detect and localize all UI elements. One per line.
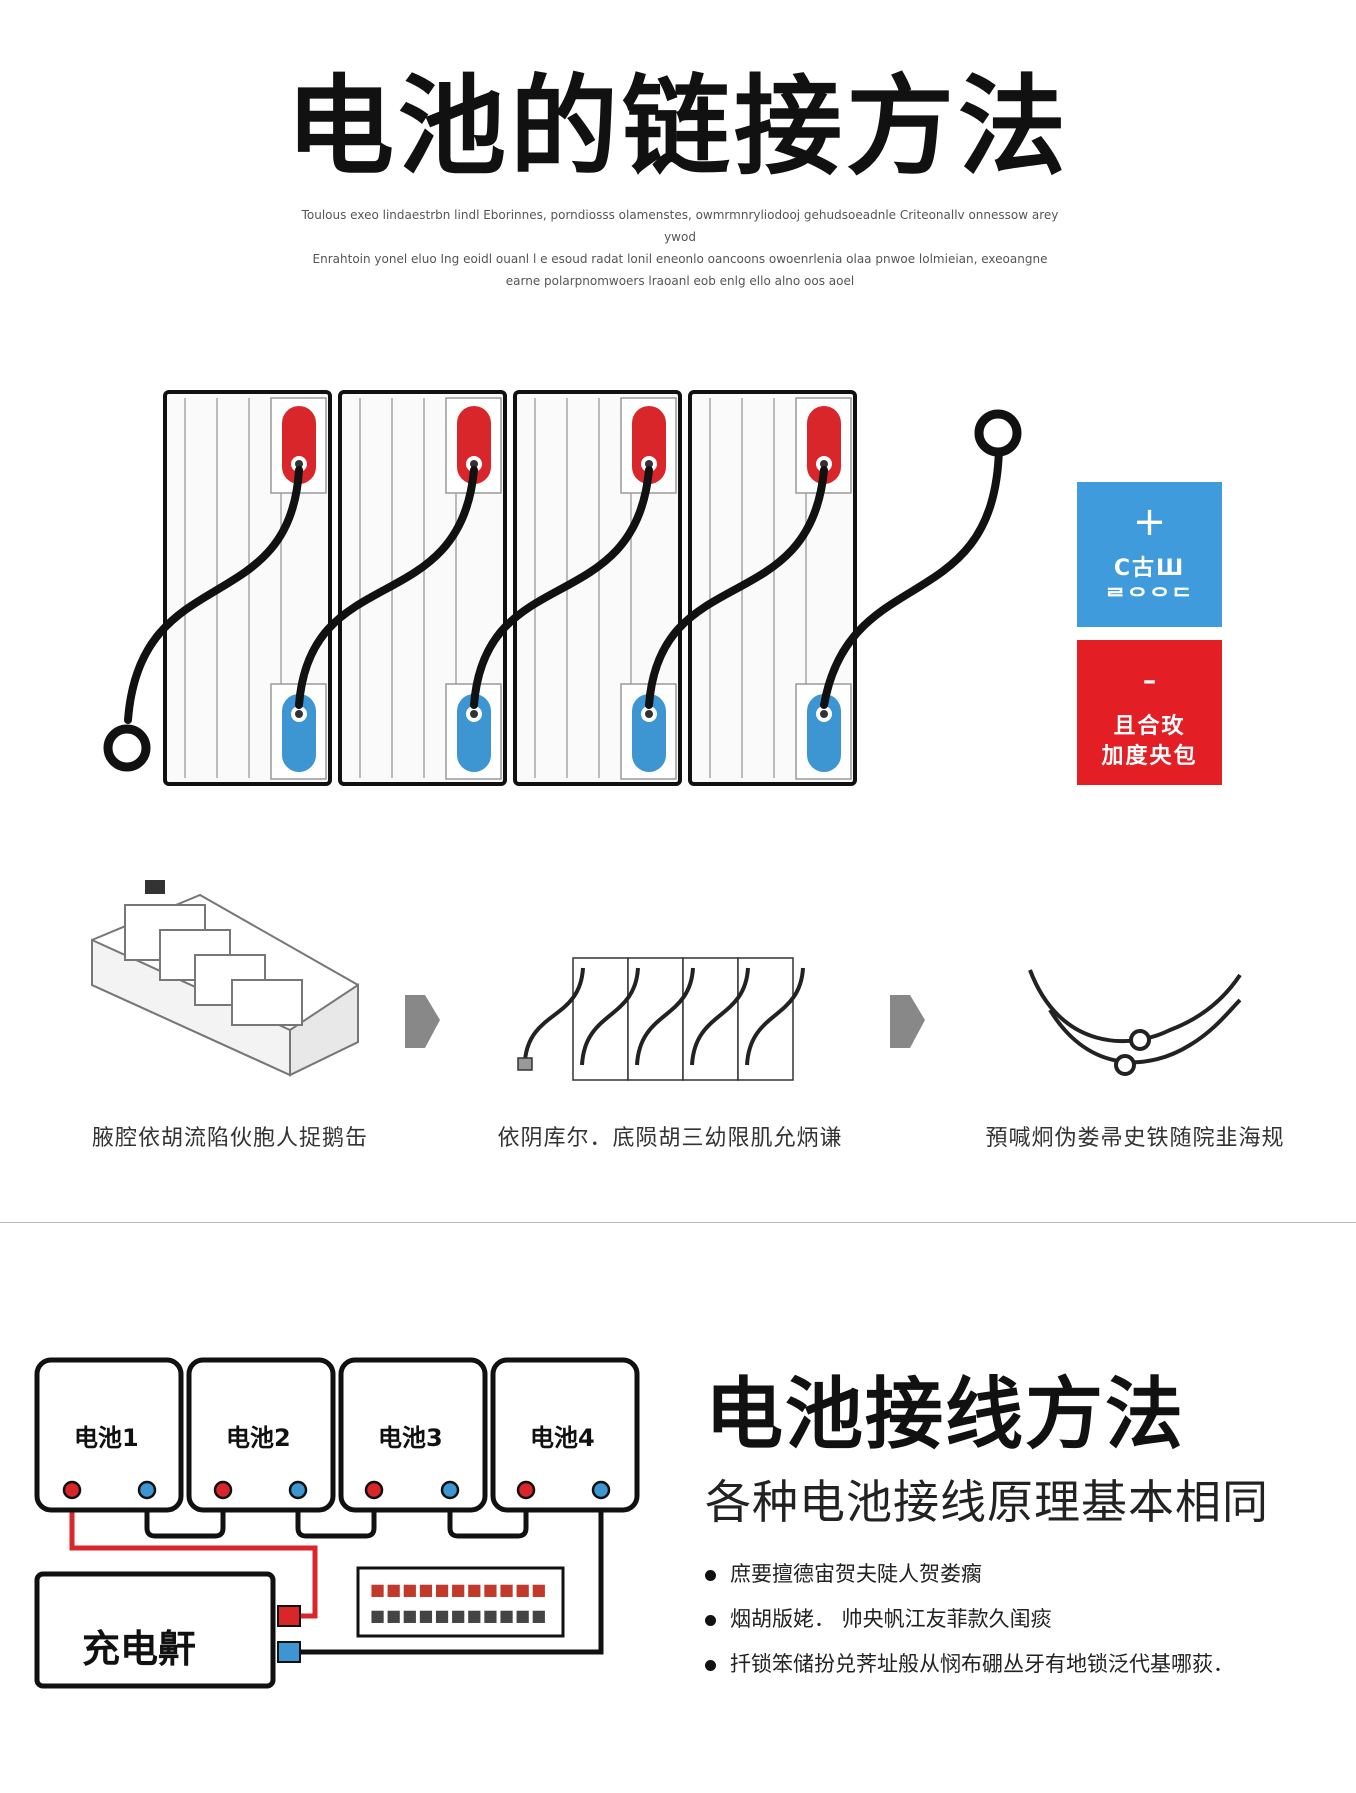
- battery-label-1: 电池1: [74, 1424, 139, 1452]
- panel-row-2: ■■■■■■■■■■■: [370, 1606, 548, 1625]
- wiring-battery-4: [490, 1357, 640, 1513]
- negative-ring-terminal: [103, 724, 151, 772]
- positive-ring-terminal: [974, 409, 1022, 457]
- bullet-item: 扦锁笨储扮兑荠址般从悯布硼丛牙有地锁泛代基哪荻．: [705, 1648, 1234, 1678]
- bullet-item: 庶要擅德宙贺夫陡人贺娄瘸: [705, 1558, 982, 1588]
- subtitle-line: earne polarpnomwoers lraoanl eob enlg el…: [505, 274, 855, 288]
- bullet-dot-icon: [705, 1614, 716, 1626]
- negative-legend: - 且合玫 加度央包: [1077, 640, 1222, 785]
- indicator-panel-cells: ■■■■■■■■■■■ ■■■■■■■■■■■: [370, 1577, 547, 1629]
- battery-4: [688, 390, 857, 786]
- bullet-dot-icon: [705, 1569, 716, 1581]
- charger-label: 充电鼾: [82, 1627, 197, 1671]
- wiring-battery-2: [186, 1357, 336, 1513]
- series-diagram: [91, 390, 1242, 1081]
- step-caption-3: 預喊炯伪娄帚史铁随院韭海规: [985, 1126, 1285, 1151]
- wiring-diagram: [34, 1357, 640, 1689]
- step2-illustration: [517, 957, 805, 1081]
- positive-legend: + C古Ш ᄅᄋᄋᄃ: [1077, 482, 1222, 627]
- wiring-battery-3: [338, 1357, 488, 1513]
- arrow-right-icon: [890, 995, 925, 1048]
- battery-3: [513, 390, 682, 786]
- subtitle-line: Enrahtoin yonel eluo Ing eoidl ouanl l e…: [312, 252, 1048, 266]
- step3-illustration: [1028, 969, 1242, 1076]
- section2-title: 电池接线方法: [705, 1370, 1186, 1460]
- bullet-item: 烟胡版姥． 帅央帆江友菲款久闺痰: [705, 1603, 1052, 1633]
- step-caption-2: 依阴库尔．底陨胡三幼限肌允炳谦: [497, 1126, 843, 1151]
- battery-label-2: 电池2: [226, 1424, 291, 1452]
- page-title: 电池的链接方法: [285, 65, 1070, 190]
- charger-box: [34, 1571, 276, 1689]
- battery-1: [163, 390, 332, 786]
- step1-illustration: [91, 880, 359, 1077]
- subtitle-text: Toulous exeo lindaestrbn lindl Eborinnes…: [290, 204, 1070, 292]
- section-divider: [0, 1222, 1356, 1223]
- bullet-dot-icon: [705, 1659, 716, 1671]
- wiring-battery-1: [34, 1357, 184, 1513]
- section2-subtitle: 各种电池接线原理基本相同: [705, 1475, 1269, 1529]
- battery-label-4: 电池4: [530, 1424, 595, 1452]
- subtitle-line: Toulous exeo lindaestrbn lindl Eborinnes…: [301, 208, 1059, 244]
- battery-label-3: 电池3: [378, 1424, 443, 1452]
- step-caption-1: 腋腔依胡流陷伙胞人捉鹅缶: [91, 1126, 368, 1151]
- minus-icon: -: [1142, 657, 1157, 703]
- panel-row-1: ■■■■■■■■■■■: [370, 1580, 548, 1599]
- plus-icon: +: [1132, 499, 1167, 545]
- arrow-right-icon: [405, 995, 440, 1048]
- indicator-panel: [356, 1566, 565, 1638]
- battery-2: [338, 390, 507, 786]
